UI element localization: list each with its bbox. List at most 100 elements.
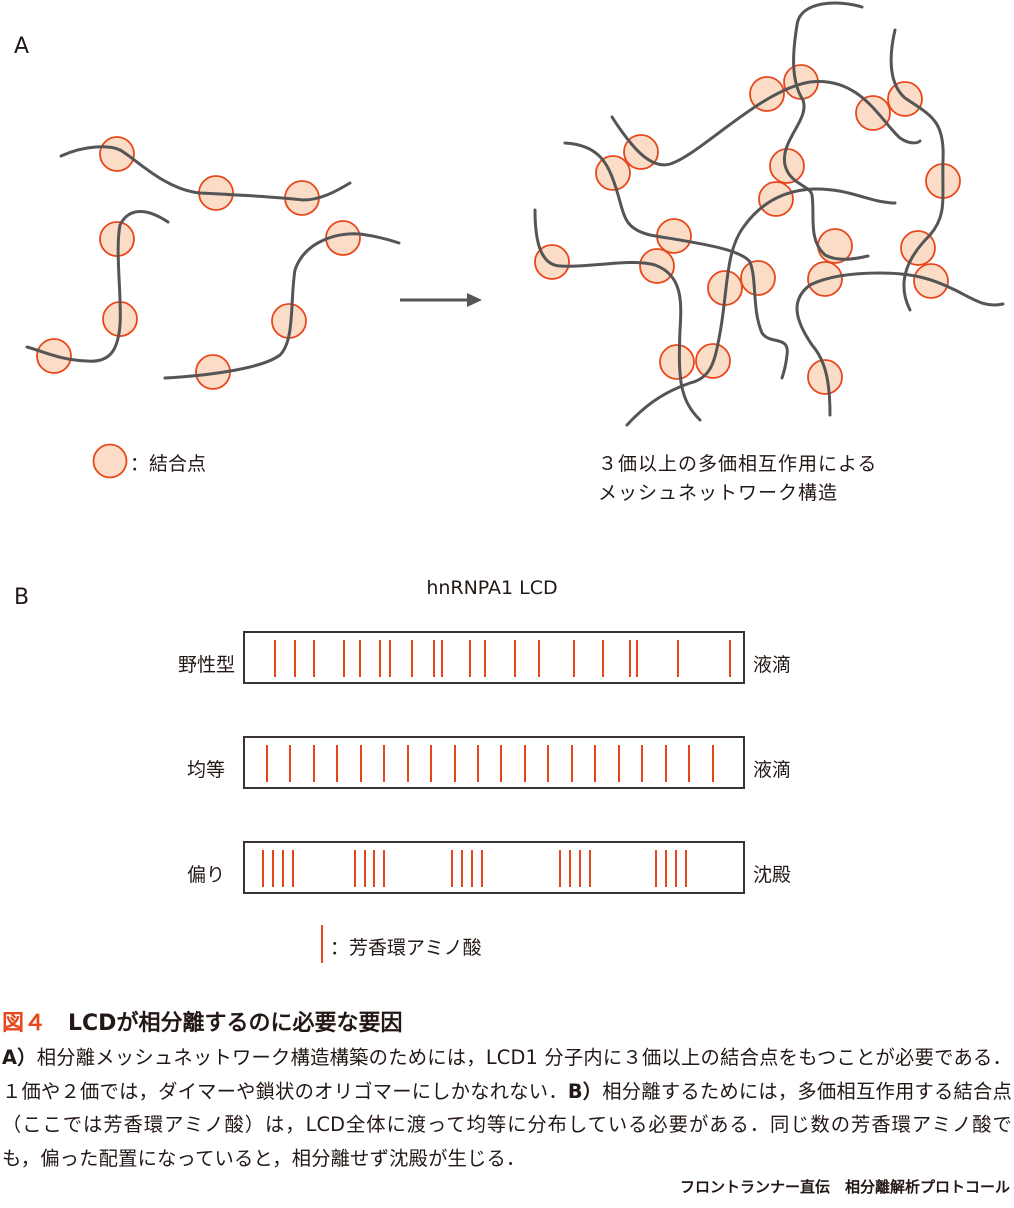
aromatic-residue-mark bbox=[383, 745, 386, 782]
aromatic-residue-mark bbox=[572, 640, 575, 677]
aromatic-residue-mark bbox=[389, 640, 392, 677]
binding-point bbox=[740, 260, 776, 296]
network-caption-line1: ３価以上の多価相互作用による bbox=[598, 453, 878, 475]
network-caption-line2: メッシュネットワーク構造 bbox=[598, 482, 839, 504]
aromatic-residue-mark bbox=[664, 745, 667, 782]
aromatic-residue-mark bbox=[685, 850, 688, 887]
row-outcome: 液滴 bbox=[753, 759, 792, 781]
aromatic-residue-mark bbox=[641, 745, 644, 782]
aromatic-residue-mark bbox=[433, 640, 436, 677]
figure-number: 図４ bbox=[2, 1011, 47, 1036]
aromatic-residue-mark bbox=[430, 745, 433, 782]
chain bbox=[59, 145, 352, 202]
panel-a-letter: A bbox=[14, 34, 30, 59]
aromatic-residue-mark bbox=[547, 745, 550, 782]
binding-points-right bbox=[534, 64, 961, 395]
caption-title: LCDが相分離するのに必要な要因 bbox=[68, 1011, 403, 1036]
aromatic-residue-mark bbox=[481, 850, 484, 887]
aromatic-residue-mark bbox=[265, 745, 268, 782]
lcd-sequence-bar bbox=[243, 631, 745, 684]
binding-point bbox=[807, 359, 843, 395]
binding-point bbox=[769, 148, 805, 184]
chain bbox=[795, 271, 1005, 417]
aromatic-residue-mark bbox=[484, 640, 487, 677]
row-outcome: 液滴 bbox=[753, 654, 792, 676]
aromatic-residue-mark bbox=[453, 745, 456, 782]
row-label: 偏り bbox=[186, 864, 225, 886]
aromatic-residue-mark bbox=[629, 640, 632, 677]
panel-b-letter: B bbox=[14, 585, 30, 610]
binding-point-legend-icon bbox=[92, 443, 128, 479]
aromatic-residue-mark bbox=[461, 850, 464, 887]
aromatic-residue-mark bbox=[281, 850, 284, 887]
aromatic-residue-mark bbox=[406, 745, 409, 782]
aromatic-residue-mark bbox=[675, 850, 678, 887]
aromatic-residue-mark bbox=[383, 850, 386, 887]
caption-b-text: 相分離するためには，多価相互作用する結合点（ここでは芳香環アミノ酸）は，LCD全… bbox=[2, 1079, 1013, 1170]
aromatic-residue-mark bbox=[523, 745, 526, 782]
aromatic-residue-mark bbox=[500, 745, 503, 782]
binding-point bbox=[659, 344, 695, 380]
aromatic-residue-mark bbox=[636, 640, 639, 677]
aromatic-residue-mark bbox=[729, 640, 732, 677]
caption-a-label: A） bbox=[2, 1046, 37, 1069]
aromatic-residue-mark bbox=[617, 745, 620, 782]
lcd-sequence-bar bbox=[243, 841, 745, 894]
aromatic-residue-mark bbox=[336, 745, 339, 782]
arrow-right-icon bbox=[400, 293, 482, 307]
aromatic-residue-mark bbox=[289, 745, 292, 782]
aromatic-residue-mark bbox=[291, 850, 294, 887]
lcd-title: hnRNPA1 LCD bbox=[426, 577, 558, 599]
chains-left bbox=[25, 145, 401, 380]
chains-right bbox=[533, 1, 1005, 427]
aromatic-residue-mark bbox=[570, 745, 573, 782]
aromatic-residue-mark bbox=[451, 850, 454, 887]
aromatic-residue-mark bbox=[588, 850, 591, 887]
chain bbox=[563, 141, 789, 380]
binding-point bbox=[595, 155, 631, 191]
aromatic-residue-mark bbox=[411, 640, 414, 677]
aromatic-residue-mark bbox=[594, 745, 597, 782]
figure-caption: 図４ LCDが相分離するのに必要な要因 A）相分離メッシュネットワーク構造構築のた… bbox=[2, 1005, 1012, 1175]
aromatic-residue-mark bbox=[363, 850, 366, 887]
aromatic-residue-mark bbox=[558, 850, 561, 887]
aromatic-residue-mark bbox=[513, 640, 516, 677]
binding-points-left bbox=[36, 136, 361, 390]
aromatic-residue-mark bbox=[688, 745, 691, 782]
chain bbox=[625, 187, 897, 427]
binding-point bbox=[855, 95, 891, 131]
aromatic-residue-mark bbox=[353, 850, 356, 887]
aromatic-residue-mark bbox=[312, 745, 315, 782]
chain bbox=[533, 208, 702, 422]
aromatic-residue-mark bbox=[271, 850, 274, 887]
aromatic-residue-mark bbox=[342, 640, 345, 677]
aromatic-residue-mark bbox=[711, 745, 714, 782]
aromatic-residue-mark bbox=[373, 850, 376, 887]
chain bbox=[782, 1, 870, 261]
lcd-sequence-bar bbox=[243, 736, 745, 789]
binding-point bbox=[749, 76, 785, 112]
aromatic-residue-mark bbox=[441, 640, 444, 677]
caption-b-label: B） bbox=[567, 1079, 603, 1103]
aromatic-residue-mark bbox=[601, 640, 604, 677]
chain bbox=[889, 28, 945, 312]
aromatic-residue-mark bbox=[358, 640, 361, 677]
aromatic-residue-mark bbox=[665, 850, 668, 887]
aromatic-residue-mark bbox=[469, 640, 472, 677]
source-credit: フロントランナー直伝 相分離解析プロトコール bbox=[679, 1178, 1010, 1196]
network-diagram bbox=[25, 1, 1005, 427]
aromatic-residue-mark bbox=[379, 640, 382, 677]
aromatic-residue-mark bbox=[578, 850, 581, 887]
aromatic-residue-mark bbox=[655, 850, 658, 887]
aromatic-residue-mark bbox=[359, 745, 362, 782]
caption-body: A）相分離メッシュネットワーク構造構築のためには，LCD1 分子内に３価以上の結… bbox=[2, 1041, 1012, 1175]
aromatic-residue-mark bbox=[537, 640, 540, 677]
row-label: 均等 bbox=[186, 759, 225, 781]
caption-title-line: 図４ LCDが相分離するのに必要な要因 bbox=[2, 1005, 1012, 1037]
aromatic-residue-mark bbox=[477, 745, 480, 782]
aromatic-residue-mark bbox=[261, 850, 264, 887]
caption-a-text: 相分離メッシュネットワーク構造構築のためには，LCD1 分子内に３価以上の結合点… bbox=[2, 1046, 1012, 1103]
aromatic-legend-icon bbox=[321, 925, 323, 963]
row-label: 野性型 bbox=[177, 654, 235, 676]
aromatic-residue-mark bbox=[293, 640, 296, 677]
